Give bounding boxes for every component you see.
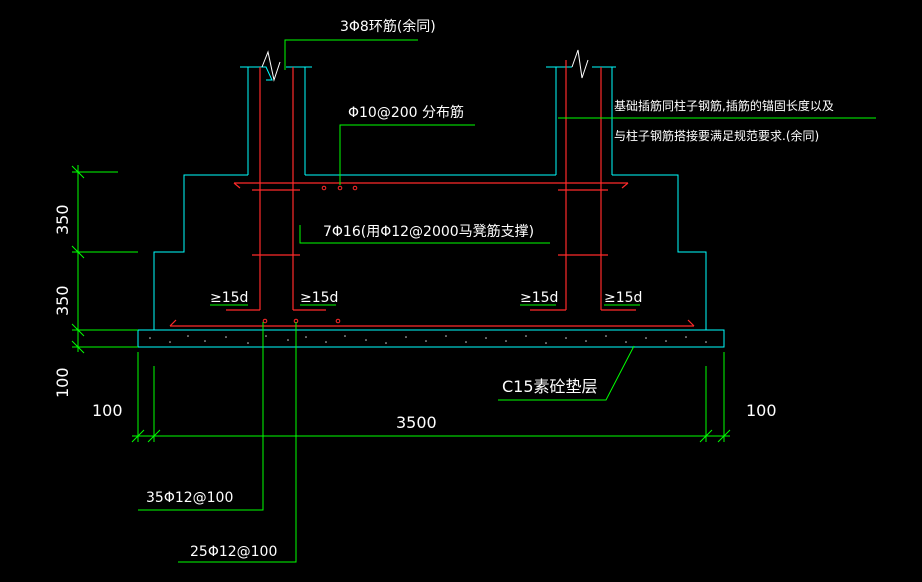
dim-cushion-thickness: 100 <box>53 367 72 398</box>
concrete-outline <box>137 66 725 348</box>
cushion-hatch <box>149 335 707 344</box>
dim-height-upper: 350 <box>53 204 72 235</box>
dimension-lines <box>71 165 731 443</box>
rebar-dots <box>262 185 358 324</box>
bottom-rebar-label-2: 25Φ12@100 <box>190 544 277 560</box>
leader-lines <box>138 39 876 563</box>
lap-length-label-2: ≥15d <box>300 290 338 306</box>
ring-rebar-label: 3Φ8环筋(余同) <box>340 18 436 35</box>
support-rebar-label: 7Φ16(用Φ12@2000马凳筋支撑) <box>323 223 534 240</box>
break-symbols <box>261 49 589 82</box>
lap-length-label-1: ≥15d <box>210 290 248 306</box>
anchor-note-line-1: 基础插筋同柱子钢筋,插筋的锚固长度以及 <box>614 98 834 113</box>
rebar <box>169 60 695 327</box>
dim-width: 3500 <box>396 413 437 432</box>
dim-height-lower: 350 <box>53 285 72 316</box>
anchor-note-line-2: 与柱子钢筋搭接要满足规范要求.(余同) <box>614 128 819 143</box>
cushion-label: C15素砼垫层 <box>502 377 598 396</box>
distribution-rebar-label: Φ10@200 分布筋 <box>348 104 464 121</box>
lap-length-label-3: ≥15d <box>520 290 558 306</box>
dim-left-offset: 100 <box>92 401 123 420</box>
bottom-rebar-label-1: 35Φ12@100 <box>146 490 233 506</box>
lap-length-label-4: ≥15d <box>604 290 642 306</box>
dim-right-offset: 100 <box>746 401 777 420</box>
